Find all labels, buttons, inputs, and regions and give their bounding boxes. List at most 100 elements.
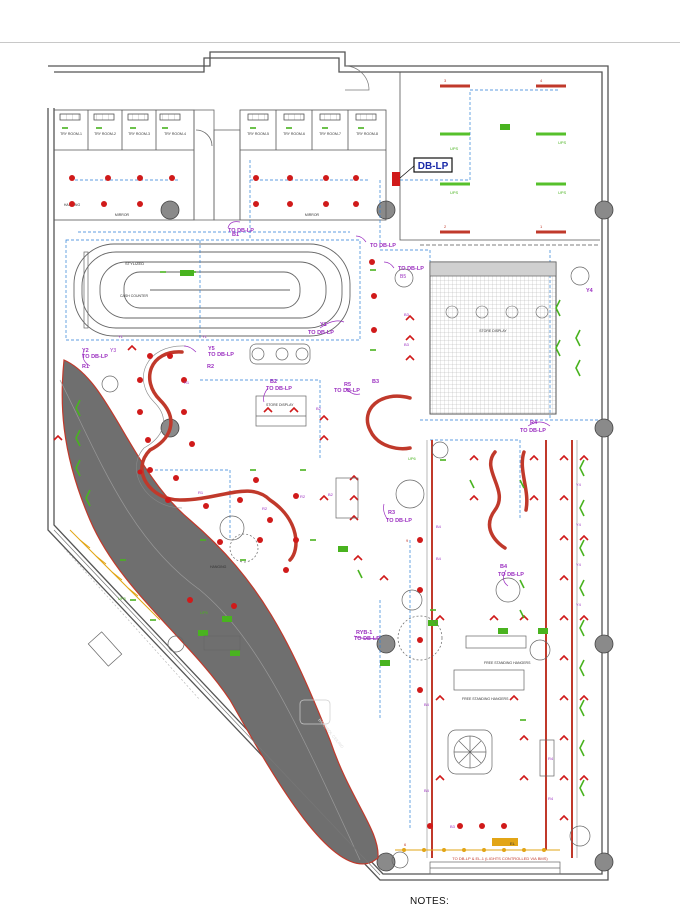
up6-label: UP6 <box>408 456 417 461</box>
callout-to-db-8: TO DB-LP <box>334 388 360 394</box>
circuit-b1: B1 <box>232 232 239 238</box>
downlights-red <box>69 175 507 829</box>
try-room-8-label: TRY ROOM-8 <box>356 132 378 136</box>
tag-r4-1: R4 <box>548 756 554 761</box>
tag-y1-1: Y1 <box>118 334 124 339</box>
el-tag: EL <box>510 841 516 846</box>
tag-b4-2: B4 <box>436 556 442 561</box>
try-room-2-label: TRY ROOM-2 <box>94 132 116 136</box>
try-room-3-label: TRY ROOM-3 <box>128 132 150 136</box>
circuit-ryb: RYB-1 <box>356 630 372 636</box>
try-rooms-right <box>239 109 387 221</box>
tag-y4-1: Y4 <box>576 482 582 487</box>
try-room-5-label: TRY ROOM-5 <box>247 132 269 136</box>
cash-counter <box>73 243 351 337</box>
tag-b2-2: B2 <box>328 492 334 497</box>
circuit-r3: R3 <box>388 510 395 516</box>
yellow-fixtures <box>402 838 546 852</box>
circuit-b5: B5 <box>400 274 406 280</box>
linear-lights-thin <box>426 440 578 858</box>
top-right-room <box>399 72 600 246</box>
conduit-runs <box>65 89 600 830</box>
fixtures-green <box>62 127 585 797</box>
ups-label-3: UPS <box>450 190 459 195</box>
barrisol-ceiling-shape <box>61 359 379 865</box>
tag-y1-2: Y1 <box>202 334 208 339</box>
sign-6: 6 <box>404 842 407 847</box>
outer-walls <box>47 51 609 881</box>
callout-to-db-11: TO DB-LP <box>498 572 524 578</box>
hanging-label-2: HANGING <box>210 565 227 569</box>
mirror-label: MIRROR <box>115 213 130 217</box>
free-standing-label-2: FREE STANDING HANGERS <box>462 697 509 701</box>
sign-1: 1 <box>540 224 543 229</box>
store-display-label-2: STORE DISPLAY <box>266 403 294 407</box>
callout-to-db-6: TO DB-LP <box>82 354 108 360</box>
round-fixtures <box>101 266 591 869</box>
circuit-b3: B3 <box>372 379 379 385</box>
tag-r1-1: R1 <box>198 490 204 495</box>
ceiling-fixtures-red <box>440 84 566 234</box>
callout-to-db-1: TO DB-LP <box>228 228 254 234</box>
track-lights-outline <box>136 345 187 509</box>
ceiling-fixtures-green <box>440 132 566 186</box>
ups-label-1: UPS <box>450 146 459 151</box>
free-standing-label: FREE STANDING HANGERS <box>484 661 531 665</box>
callout-to-db-12: TO DB-LP <box>354 636 380 642</box>
callout-to-db-3: TO DB-LP <box>398 266 424 272</box>
store-display-block <box>429 261 557 415</box>
callout-to-db-2: TO DB-LP <box>370 243 396 249</box>
tag-b2-1: B2 <box>316 406 322 411</box>
tag-r1-2: R1 <box>184 380 190 385</box>
circuit-y3: Y3 <box>110 348 116 354</box>
tag-b4-3: B4 <box>424 702 430 707</box>
callout-to-db-4: TO DB-LP <box>308 330 334 336</box>
circuit-r1: R1 <box>82 364 89 370</box>
sign-numbers: 3 4 2 1 9 6 <box>404 78 543 847</box>
try-room-6-label: TRY ROOM-6 <box>283 132 305 136</box>
db-lp-panel: DB-LP <box>392 157 453 186</box>
ups-label-4: UPS <box>558 190 567 195</box>
try-room-7-label: TRY ROOM-7 <box>319 132 341 136</box>
circuit-r4: R4 <box>530 420 538 426</box>
up3-label: UP3 <box>118 596 127 601</box>
circuit-y1: Y1 <box>320 322 327 328</box>
tag-b3-3: B3 <box>450 824 456 829</box>
circuit-r5: R5 <box>344 382 351 388</box>
circuit-y4: Y4 <box>586 288 594 294</box>
try-rooms-left <box>53 109 195 221</box>
tag-r2-2: R2 <box>262 506 268 511</box>
tag-b4-4: B4 <box>424 788 430 793</box>
sign-9: 9 <box>406 538 409 543</box>
tag-y4-2: Y4 <box>576 522 582 527</box>
corridor-walls <box>193 109 241 221</box>
linear-lights <box>431 440 573 858</box>
tag-b3-2: B3 <box>404 342 410 347</box>
circuit-r2: R2 <box>207 364 214 370</box>
sign-3: 3 <box>444 78 447 83</box>
mirror-label-2: MIRROR <box>305 213 320 217</box>
notes-heading: NOTES: <box>410 896 450 907</box>
store-display-label: STORE DISPLAY <box>479 329 507 333</box>
circuit-y5: Y5 <box>208 346 215 352</box>
callout-to-db-5: TO DB-LP <box>208 352 234 358</box>
sign-2: 2 <box>444 224 447 229</box>
bottom-note: TO DB-LP & EL-1 (LIGHTS CONTROLLED VIA B… <box>452 856 548 861</box>
ceiling-arcs <box>53 379 381 876</box>
tag-y4-3: Y4 <box>576 562 582 567</box>
circuit-y2: Y2 <box>82 348 89 354</box>
barrisol-feature <box>299 699 331 725</box>
tag-y4-4: Y4 <box>576 602 582 607</box>
callout-to-db-9: TO DB-LP <box>520 428 546 434</box>
circuit-b4: B4 <box>500 564 508 570</box>
door-swing <box>344 65 370 91</box>
try-room-1-label: TRY ROOM-1 <box>60 132 82 136</box>
up5-label: UP5 <box>200 610 209 615</box>
tag-r4-2: R4 <box>548 796 554 801</box>
tag-r2-1: R2 <box>300 494 306 499</box>
stylized-label: STYLIZED <box>125 261 144 266</box>
try-room-4-label: TRY ROOM-4 <box>164 132 186 136</box>
page-top-rule <box>0 42 680 43</box>
circuit-b2: B2 <box>270 379 277 385</box>
